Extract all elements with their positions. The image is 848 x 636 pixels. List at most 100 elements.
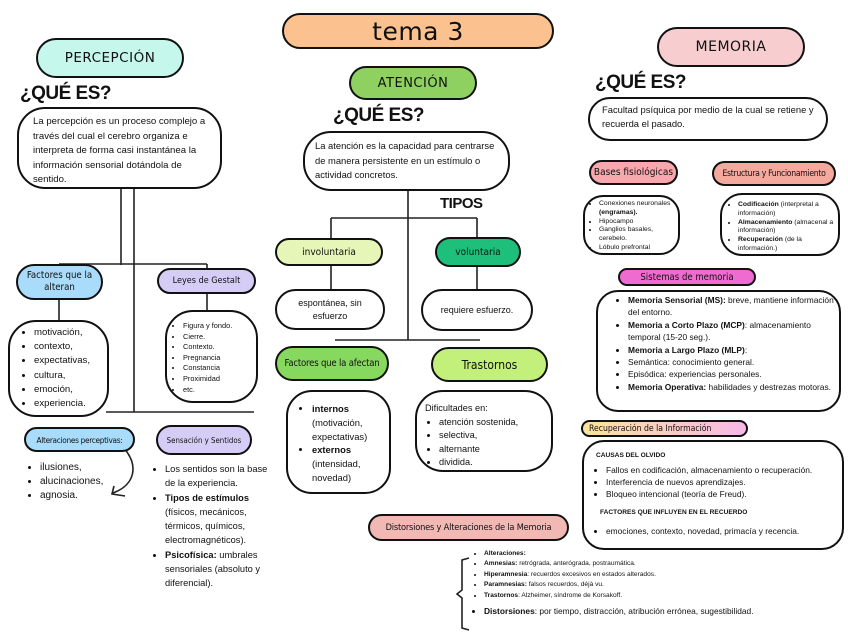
atencion-definition-box: La atención es la capacidad para centrar… xyxy=(303,131,510,191)
percepcion-header: PERCEPCIÓN xyxy=(36,38,184,78)
gestalt-label: Leyes de Gestalt xyxy=(172,276,241,286)
item-text: Hipocampo xyxy=(599,217,634,225)
atencion-question: ¿QUÉ ES? xyxy=(333,105,425,126)
distorsiones-final-item: Distorsiones: por tiempo, distracción, a… xyxy=(484,605,848,617)
list-item: Memoria a Corto Plazo (MCP): almacenamie… xyxy=(628,319,835,344)
item-bold: externos xyxy=(312,444,352,456)
recuperacion-list-box: CAUSAS DEL OLVIDO Fallos en codificación… xyxy=(582,440,844,550)
recuperacion-label: Recuperación de la Información xyxy=(589,423,712,434)
sensacion-sentidos-list-box: Los sentidos son la base de la experienc… xyxy=(147,462,277,591)
list-item: Pregnancia xyxy=(183,353,254,364)
bases-fisiologicas-list: Conexiones neuronales (engramas).Hipocam… xyxy=(587,200,676,253)
list-item: Memoria Sensorial (MS): breve, mantiene … xyxy=(628,294,835,319)
list-item: Ganglios basales, cerebelo. xyxy=(599,226,676,244)
item-text: : Alzheimer, síndrome de Korsakoff. xyxy=(518,591,623,599)
item-bold: Distorsiones xyxy=(484,606,535,617)
list-item: Almacenamiento (almacenal a información) xyxy=(738,219,836,237)
list-item: Conexiones neuronales (engramas). xyxy=(599,200,676,218)
list-item: Contexto. xyxy=(183,342,254,353)
bases-fisiologicas-node: Bases fisiológicas xyxy=(589,160,678,185)
bases-fisiologicas-list-box: Conexiones neuronales (engramas).Hipocam… xyxy=(583,195,680,255)
estructura-funcionamiento-list: Codificación (interpretal a información)… xyxy=(726,201,836,254)
item-bold: Memoria a Corto Plazo (MCP) xyxy=(628,319,745,330)
sistemas-memoria-label: Sistemas de memoria xyxy=(640,271,734,283)
trastornos-list-box: Dificultades en: atención sostenida,sele… xyxy=(415,390,553,472)
list-item: Episódica: experiencias personales. xyxy=(628,368,835,380)
item-text: Episódica: experiencias personales. xyxy=(628,369,762,380)
list-item: etc. xyxy=(183,385,254,396)
item-bold: (engramas). xyxy=(599,208,638,216)
list-item: Trastornos: Alzheimer, síndrome de Korsa… xyxy=(484,591,848,601)
percepcion-question: ¿QUÉ ES? xyxy=(20,83,112,104)
bases-fisiologicas-label: Bases fisiológicas xyxy=(593,167,674,178)
item-text: breve, mantiene información del entorno. xyxy=(628,295,834,318)
list-item: ilusiones, xyxy=(40,461,132,475)
factores-recuerdo-heading: FACTORES QUE INFLUYEN EN EL RECUERDO xyxy=(600,509,748,516)
voluntaria-desc-box: requiere esfuerzo. xyxy=(421,289,533,331)
list-item: Semántica: conocimiento general. xyxy=(628,356,835,368)
item-bold: Psicofísica: xyxy=(165,549,217,560)
list-item: Alteraciones: xyxy=(484,549,848,559)
causas-olvido-list: Fallos en codificación, almacenamiento o… xyxy=(592,464,838,500)
item-text: (interpretal a información) xyxy=(738,201,819,217)
item-bold: Memoria Operativa: xyxy=(628,381,707,392)
atencion-header-label: ATENCIÓN xyxy=(377,75,449,91)
item-bold: Recuperación xyxy=(738,236,783,244)
item-text: : por tiempo, distracción, atribución er… xyxy=(534,606,754,617)
atencion-definition: La atención es la capacidad para centrar… xyxy=(315,140,495,180)
item-text: (de la información.) xyxy=(738,236,802,252)
distorsiones-list-box: Alteraciones:Amnesias: retrógrada, anter… xyxy=(470,549,848,617)
item-bold: Hiperamnesia xyxy=(484,570,528,578)
list-item: Memoria Operativa: habilidades y destrez… xyxy=(628,381,835,393)
memoria-definition: Facultad psíquica por medio de la cual s… xyxy=(602,104,814,129)
gestalt-list-box: Figura y fondo.Cierre.Contexto.Pregnanci… xyxy=(165,310,258,403)
list-item: Bloqueo intencional (teoría de Freud). xyxy=(606,488,838,500)
sensacion-sentidos-label: Sensación y Sentidos xyxy=(166,435,242,445)
item-bold: Codificación xyxy=(738,201,779,208)
sensacion-sentidos-list: Los sentidos son la base de la experienc… xyxy=(147,462,277,591)
atencion-header: ATENCIÓN xyxy=(349,66,477,100)
factores-afectan-label: Factores que la afectan xyxy=(284,358,380,369)
item-text: Conexiones neuronales xyxy=(599,200,671,207)
estructura-funcionamiento-list-box: Codificación (interpretal a información)… xyxy=(720,193,840,256)
list-item: Hiperamnesia: recuerdos excesivos en est… xyxy=(484,570,848,580)
item-text: habilidades y destrezas motoras. xyxy=(706,381,831,392)
list-item: atención sostenida, xyxy=(439,416,547,430)
factores-afectan-node: Factores que la afectan xyxy=(275,346,389,381)
list-item: Constancia xyxy=(183,363,254,374)
factores-alteran-label: Factores que la alteran xyxy=(26,270,93,293)
item-text: (motivación, expectativas) xyxy=(312,416,368,442)
involuntaria-desc-box: espontánea, sin esfuerzo xyxy=(275,289,385,330)
distorsiones-label: Distorsiones y Alteraciones de la Memori… xyxy=(385,522,552,533)
item-text: Ganglios basales, cerebelo. xyxy=(599,226,654,243)
item-bold: Memoria Sensorial (MS): xyxy=(628,295,726,305)
memoria-header: MEMORIA xyxy=(657,27,805,67)
tipos-label: TIPOS xyxy=(440,195,483,212)
trastornos-label: Trastornos xyxy=(461,357,518,372)
item-text: retrógrada, anterógrada, postraumática. xyxy=(517,560,636,568)
trastornos-node: Trastornos xyxy=(431,347,548,382)
memoria-definition-box: Facultad psíquica por medio de la cual s… xyxy=(588,97,828,141)
list-item: alucinaciones, xyxy=(40,475,132,489)
list-item: internos(motivación, expectativas) xyxy=(312,402,385,443)
involuntaria-desc: espontánea, sin esfuerzo xyxy=(298,297,362,321)
sistemas-memoria-list-box: Memoria Sensorial (MS): breve, mantiene … xyxy=(596,290,841,412)
list-item: Psicofísica: umbrales sensoriales (absol… xyxy=(165,548,277,591)
list-item: dividida. xyxy=(439,456,547,470)
item-bold: Trastornos xyxy=(484,591,519,599)
list-item: Memoria a Largo Plazo (MLP): xyxy=(628,344,835,356)
trastornos-intro: Dificultades en: xyxy=(425,403,488,413)
item-bold: Paramnesias: xyxy=(484,581,527,589)
alteraciones-perceptivas-list: ilusiones,alucinaciones,agnosia. xyxy=(22,461,132,503)
alteraciones-perceptivas-list-box: ilusiones,alucinaciones,agnosia. xyxy=(22,461,132,503)
memoria-question: ¿QUÉ ES? xyxy=(595,72,687,93)
list-item: Recuperación (de la información.) xyxy=(738,236,836,254)
distorsiones-list: Alteraciones:Amnesias: retrógrada, anter… xyxy=(470,549,848,601)
factores-recuerdo-list: emociones, contexto, novedad, primacía y… xyxy=(592,525,838,537)
involuntaria-node: involuntaria xyxy=(275,238,383,266)
distorsiones-node: Distorsiones y Alteraciones de la Memori… xyxy=(368,514,569,541)
item-bold: Tipos de estímulos xyxy=(165,492,250,503)
item-text: : almacenamiento temporal (15-20 seg.). xyxy=(628,319,811,343)
list-item: experiencia. xyxy=(34,397,103,411)
list-item: expectativas, xyxy=(34,354,103,368)
